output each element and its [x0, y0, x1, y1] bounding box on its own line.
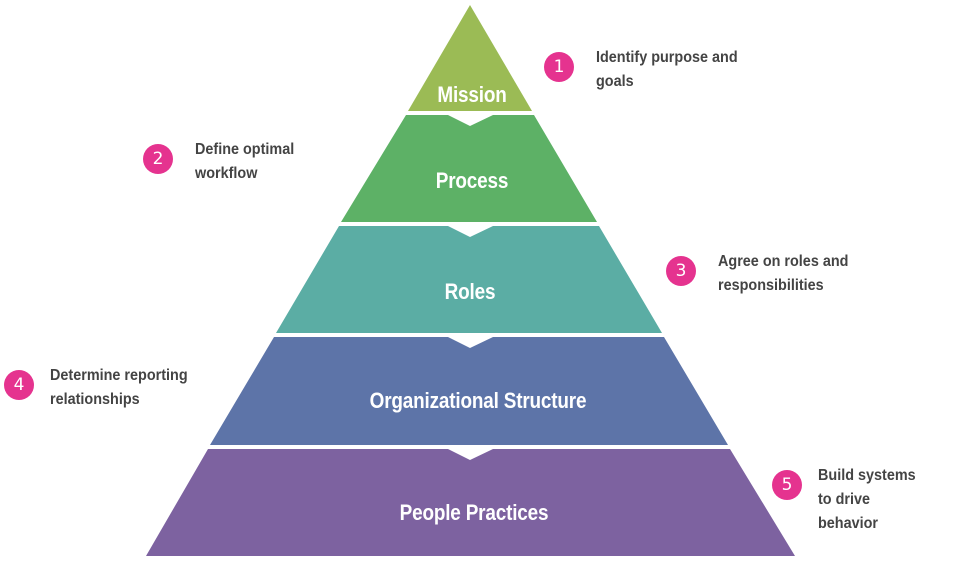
- layer-process: [341, 115, 597, 222]
- layer-label-organizational-structure: Organizational Structure: [369, 388, 587, 413]
- layer-mission: [408, 5, 532, 111]
- callout-text-3: Agree on roles and responsibilities: [718, 253, 849, 294]
- layer-label-mission: Mission: [437, 82, 507, 107]
- number-badge-1: 1: [544, 52, 574, 82]
- layer-people-practices: [146, 449, 795, 556]
- number-badge-4: 4: [4, 370, 34, 400]
- callout-2: 2 Define optimal workflow: [143, 141, 305, 186]
- callout-5: 5 Build systems to drive behavior: [772, 467, 926, 536]
- layer-label-process: Process: [435, 168, 509, 193]
- callout-text-4: Determine reporting relationships: [50, 367, 188, 408]
- callout-4: 4 Determine reporting relationships: [4, 367, 203, 412]
- number-badge-3: 3: [666, 256, 696, 286]
- layer-roles: [276, 226, 662, 333]
- layer-organizational-structure: [210, 337, 728, 445]
- number-badge-2: 2: [143, 144, 173, 174]
- callout-text-2: Define optimal workflow: [195, 141, 295, 182]
- callout-text-5: Build systems to drive behavior: [818, 467, 916, 532]
- layer-label-roles: Roles: [444, 279, 496, 304]
- callout-text-1: Identify purpose and goals: [596, 49, 738, 90]
- number-badge-5: 5: [772, 470, 802, 500]
- callout-1: 1 Identify purpose and goals: [544, 49, 753, 94]
- callout-3: 3 Agree on roles and responsibilities: [666, 253, 863, 298]
- layer-label-people-practices: People Practices: [399, 500, 549, 525]
